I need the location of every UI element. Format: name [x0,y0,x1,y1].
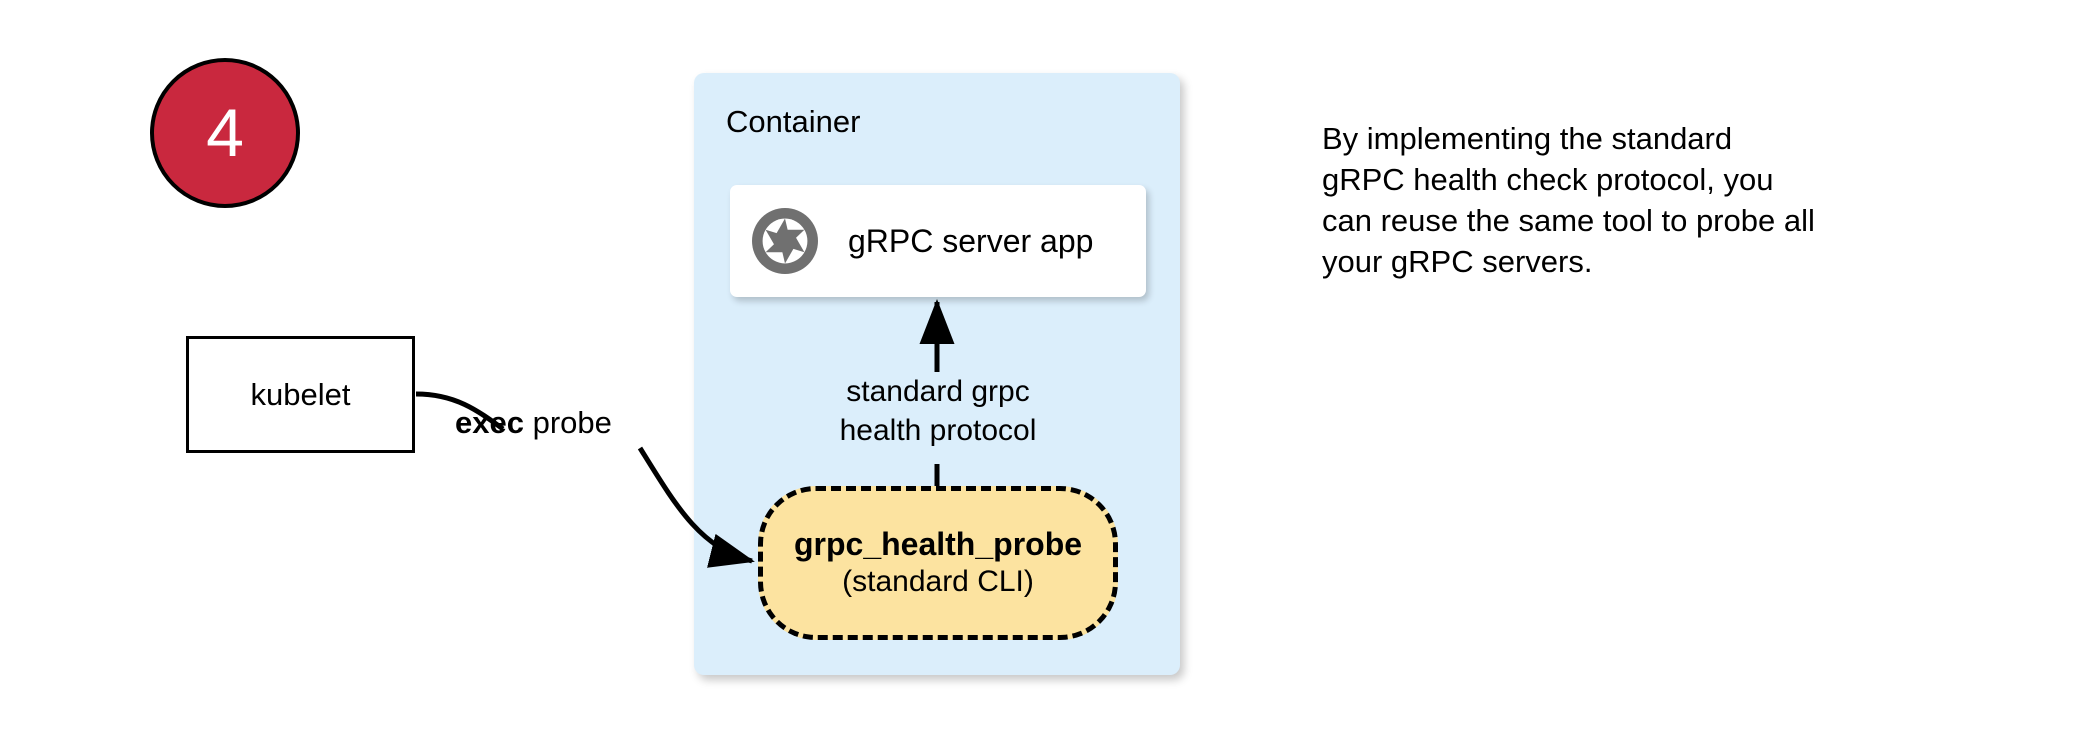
side-note-line-1: By implementing the standard [1322,121,1733,156]
grpc-health-probe-node: grpc_health_probe (standard CLI) [758,486,1118,640]
health-protocol-edge-label: standard grpc health protocol [760,372,1116,450]
probe-subtitle: (standard CLI) [842,565,1034,599]
exec-probe-edge-label: exec probe [455,407,612,438]
step-number-text: 4 [206,95,244,171]
kubelet-label: kubelet [250,377,351,412]
side-note-line-3: can reuse the same tool to probe all [1322,203,1815,238]
grpc-server-app-label: gRPC server app [848,223,1094,259]
aperture-icon [752,208,818,274]
step-number-badge: 4 [150,58,300,208]
exec-probe-rest: probe [523,405,612,440]
kubelet-node: kubelet [186,336,415,453]
container-label: Container [726,104,861,139]
side-note-line-4: your gRPC servers. [1322,244,1593,279]
grpc-server-app-card: gRPC server app [730,185,1146,297]
side-note-paragraph: By implementing the standard gRPC health… [1322,118,1922,282]
health-protocol-line-1: standard grpc [760,372,1116,411]
health-protocol-line-2: health protocol [760,411,1116,450]
probe-title: grpc_health_probe [793,526,1083,563]
side-note-line-2: gRPC health check protocol, you [1322,162,1774,197]
exec-probe-keyword: exec [455,405,524,440]
